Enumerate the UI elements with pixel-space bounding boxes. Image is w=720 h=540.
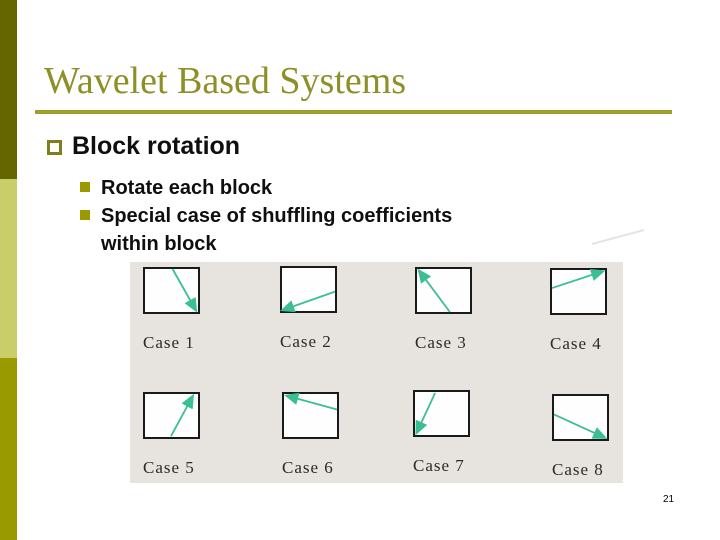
case-5-label: Case 5	[143, 458, 195, 477]
case-8-cell: Case 8	[552, 394, 609, 480]
case-4-cell: Case 4	[550, 268, 607, 354]
filled-square-bullet-icon	[80, 210, 90, 220]
case-3-label: Case 3	[415, 333, 467, 352]
case-7-label: Case 7	[413, 456, 465, 475]
case-4-arrow-icon	[551, 268, 606, 289]
bullet-label: Block rotation	[72, 132, 241, 160]
case-6-box	[282, 392, 339, 439]
sub-bullet-list: Rotate each block Special case of shuffl…	[80, 174, 452, 258]
case-6-arrow-icon	[284, 392, 338, 411]
title-underline-rule	[35, 110, 672, 114]
case-7-arrow-icon	[415, 392, 436, 436]
sub-bullet-rotate-each-block: Rotate each block	[80, 174, 452, 202]
sub-bullet-special-case: Special case of shuffling coefficients w…	[80, 202, 452, 258]
case-1-arrow-icon	[171, 268, 198, 313]
edge-bar-bottom-segment	[0, 358, 17, 540]
case-5-box	[143, 392, 200, 439]
case-1-label: Case 1	[143, 333, 195, 352]
sub-bullet-line-1: Special case of shuffling coefficients	[101, 205, 453, 227]
case-5-cell: Case 5	[143, 392, 200, 478]
edge-bar-top-segment	[0, 0, 17, 179]
sub-bullet-label: Special case of shuffling coefficients w…	[101, 202, 452, 258]
page-number: 21	[663, 494, 675, 505]
case-8-box	[552, 394, 609, 441]
sub-bullet-label: Rotate each block	[101, 177, 273, 199]
case-8-arrow-icon	[553, 413, 608, 439]
scan-artifact-line	[591, 229, 645, 245]
case-2-label: Case 2	[280, 332, 332, 351]
hollow-square-bullet-icon	[47, 140, 62, 155]
case-5-arrow-icon	[170, 393, 194, 437]
case-2-arrow-icon	[279, 290, 336, 313]
case-7-cell: Case 7	[413, 390, 470, 476]
edge-bar-middle-segment	[0, 179, 17, 358]
bullet-block-rotation: Block rotation	[47, 133, 240, 159]
block-rotation-figure: Case 1 Case 2 Case 3 Case 4 Case 5 Case …	[130, 262, 623, 483]
sub-bullet-line-2: within block	[101, 233, 217, 255]
case-6-cell: Case 6	[282, 392, 339, 478]
filled-square-bullet-icon	[80, 182, 90, 192]
case-7-box	[413, 390, 470, 437]
slide-title: Wavelet Based Systems	[44, 60, 407, 102]
case-3-cell: Case 3	[415, 267, 472, 353]
case-3-box	[415, 267, 472, 314]
case-4-box	[550, 268, 607, 315]
case-8-label: Case 8	[552, 460, 604, 479]
case-1-cell: Case 1	[143, 267, 200, 353]
case-2-cell: Case 2	[279, 266, 337, 352]
case-3-arrow-icon	[417, 268, 451, 313]
case-2-box	[279, 266, 337, 313]
case-4-label: Case 4	[550, 334, 602, 353]
case-6-label: Case 6	[282, 458, 334, 477]
case-1-box	[143, 267, 200, 314]
